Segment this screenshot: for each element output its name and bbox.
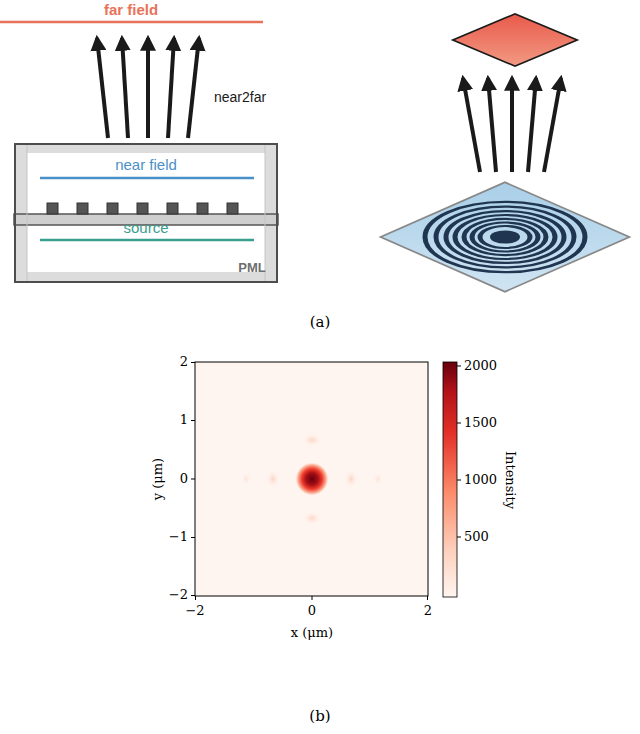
colorbar-tick: 500 [464, 530, 489, 544]
colorbar-title: Intensity [503, 451, 517, 509]
tick-label: 1 [180, 413, 188, 427]
lens-ring [470, 221, 541, 252]
source-label: source [123, 220, 168, 237]
lens-ring [422, 200, 589, 273]
grating-tooth [47, 203, 58, 214]
lens-center [484, 228, 526, 247]
tick-label: 2 [424, 604, 432, 618]
lens-ring [434, 206, 575, 268]
colorbar-tick: 1500 [464, 416, 497, 430]
method-label: near2far [214, 90, 266, 105]
far-field-line [0, 21, 263, 24]
panel-label: (a) [310, 314, 331, 331]
colorbar [443, 362, 461, 597]
lens-ring [447, 211, 563, 262]
grating [47, 203, 238, 214]
grating-tooth [77, 203, 88, 214]
tick-label: 0 [180, 472, 188, 486]
grating-tooth [167, 203, 178, 214]
colorbar-tick: 1000 [464, 473, 497, 487]
far-field-label: far field [104, 2, 158, 19]
tick-label: 2 [180, 355, 188, 369]
tick-label: −2 [185, 604, 204, 618]
grating-tooth [137, 203, 148, 214]
grating-tooth [227, 203, 238, 214]
pml-label: PML [238, 261, 265, 275]
tick-label: −2 [169, 588, 188, 602]
axis-title: x (μm) [291, 626, 333, 640]
tick-label: 0 [308, 604, 316, 618]
near-field-line [40, 177, 254, 180]
simulation-cell [14, 143, 278, 283]
intensity-map [191, 362, 428, 600]
grating-tooth [197, 203, 208, 214]
far-field-plane [453, 14, 577, 66]
lens-ring [407, 194, 602, 280]
propagation-arrows-right [463, 78, 561, 172]
grating-tooth [107, 203, 118, 214]
metalens [381, 182, 630, 292]
simulation-box: near field sourcePML [14, 143, 278, 283]
near-field-label: near field [115, 157, 177, 174]
propagation-arrows [97, 38, 199, 138]
lens-ring [458, 216, 551, 257]
axis-title: y (μm) [151, 458, 165, 500]
lens-ring [392, 187, 618, 287]
colorbar-tick: 2000 [464, 359, 497, 373]
tick-label: −1 [169, 530, 188, 544]
panel-label: (b) [309, 708, 330, 725]
source-line [40, 239, 254, 242]
